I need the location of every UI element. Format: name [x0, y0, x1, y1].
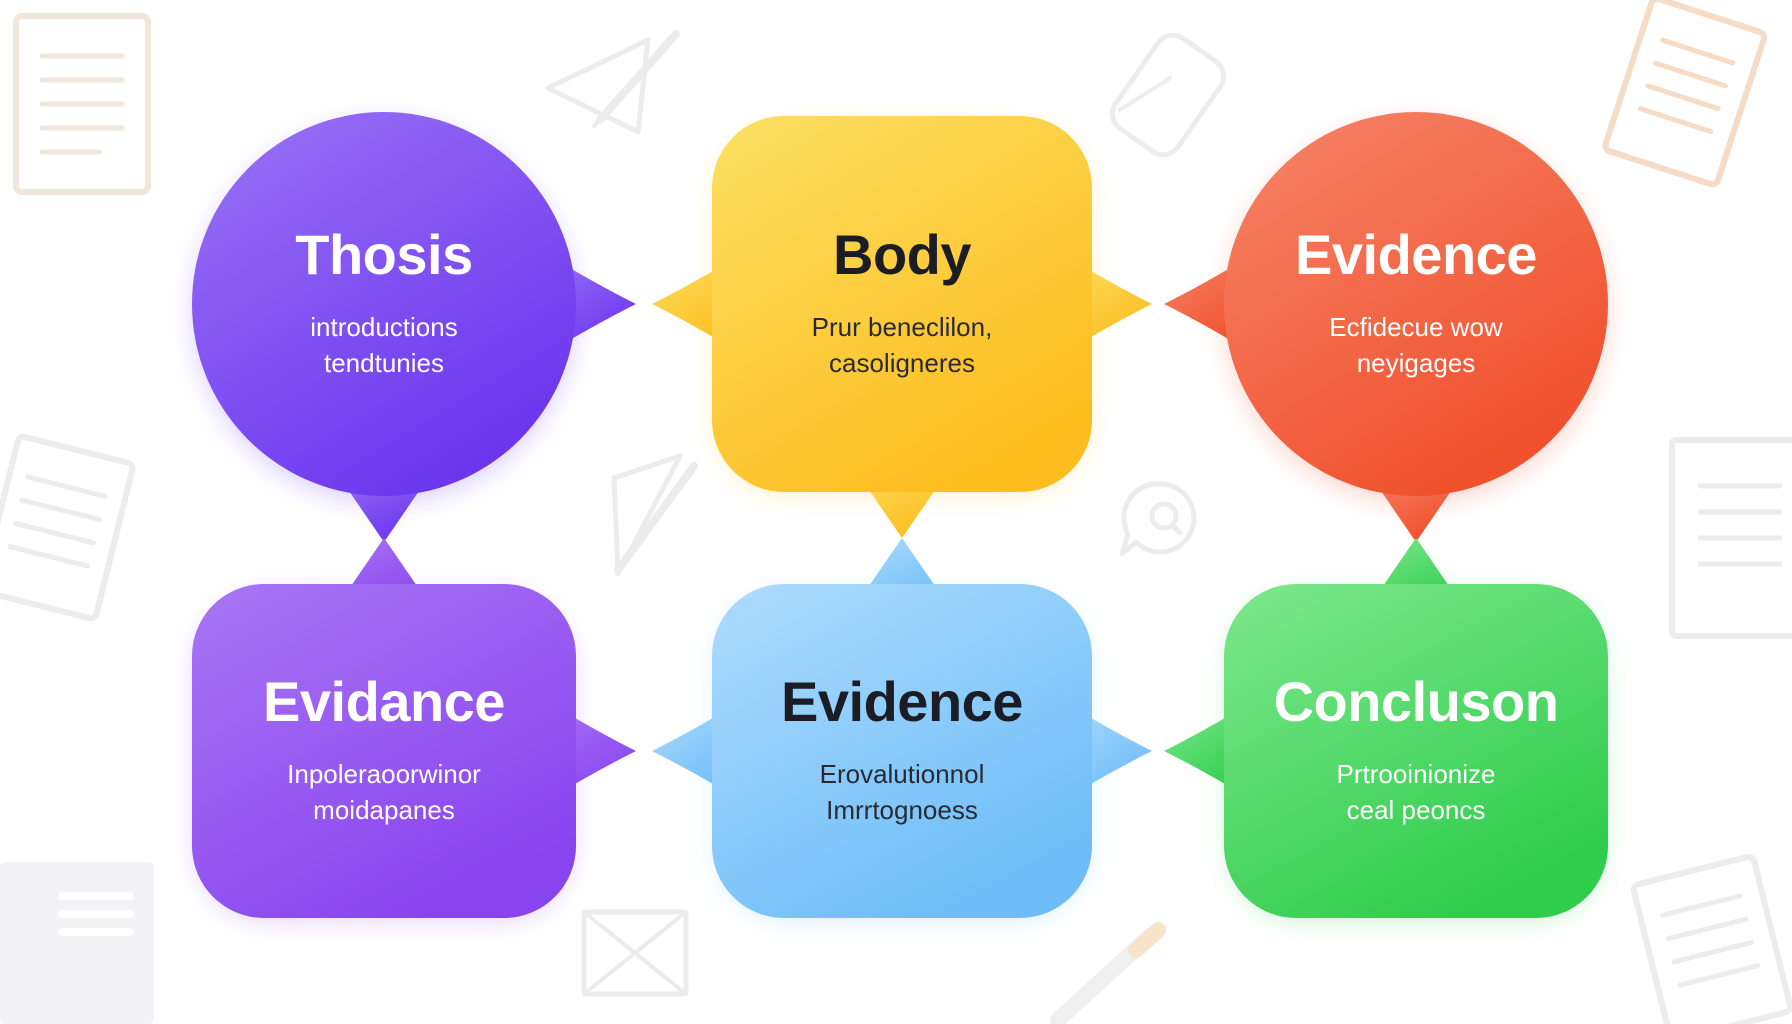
- eraser-icon: [1109, 32, 1227, 158]
- bubble-evidance-purple: [192, 538, 636, 918]
- document-icon: [0, 433, 136, 622]
- bubble-evidence-blue: [652, 538, 1152, 918]
- node-subtitle-line: ceal peoncs: [1346, 795, 1486, 825]
- bubble-body: [712, 116, 1092, 492]
- node-subtitle-line: Prur beneclilon,: [811, 312, 993, 342]
- node-evidance-purple: Evidance Inpoleraoorwinor moidapanes: [192, 584, 576, 918]
- node-subtitle-line: Imrrtognoess: [826, 795, 978, 825]
- node-subtitle-line: tendtunies: [324, 348, 444, 378]
- bubble-evidence-orange: [1164, 112, 1608, 542]
- node-evidence-orange: Evidence Ecfidecue wow neyigages: [1224, 112, 1608, 496]
- node-subtitle-line: Ecfidecue wow: [1329, 312, 1503, 342]
- bubble-body: [1224, 584, 1608, 918]
- node-title: Body: [833, 223, 972, 286]
- node-subtitle-line: introductions: [310, 312, 458, 342]
- node-title: Concluson: [1273, 670, 1559, 733]
- pencil-icon: [611, 453, 698, 577]
- document-icon: [13, 13, 151, 195]
- node-evidence-blue: Evidence Erovalutionnol Imrrtognoess: [712, 584, 1092, 918]
- node-thesis: Thosis introductions tendtunies: [192, 112, 576, 496]
- bubble-body: [712, 584, 1092, 918]
- bubble-body: [652, 116, 1152, 538]
- node-subtitle-line: moidapanes: [313, 795, 455, 825]
- document-icon: [1669, 437, 1792, 639]
- node-subtitle-line: Erovalutionnol: [819, 759, 985, 789]
- node-conclusion: Concluson Prtrooinionize ceal peoncs: [1224, 584, 1608, 918]
- node-title: Evidence: [1295, 223, 1537, 286]
- node-subtitle-line: Prtrooinionize: [1336, 759, 1496, 789]
- node-subtitle-line: casoligneres: [829, 348, 975, 378]
- node-title: Evidence: [781, 670, 1023, 733]
- bubble-body: [1224, 112, 1608, 496]
- node-subtitle-line: Inpoleraoorwinor: [287, 759, 481, 789]
- bubble-body: [192, 584, 576, 918]
- envelope-icon: [581, 909, 689, 997]
- bubble-body: [192, 112, 576, 496]
- notepad-icon: [1602, 0, 1768, 188]
- node-body: Body Prur beneclilon, casoligneres: [712, 116, 1092, 492]
- menu-card-icon: [0, 862, 154, 1024]
- pencil-icon: [1050, 922, 1166, 1024]
- document-icon: [1630, 853, 1792, 1024]
- pencil-icon: [545, 30, 680, 135]
- node-title: Evidance: [263, 670, 505, 733]
- bubble-conclusion: [1164, 538, 1608, 918]
- bubble-thesis: [192, 112, 636, 542]
- search-bubble-icon: [1119, 481, 1197, 557]
- node-title: Thosis: [295, 223, 473, 286]
- node-subtitle-line: neyigages: [1356, 348, 1476, 378]
